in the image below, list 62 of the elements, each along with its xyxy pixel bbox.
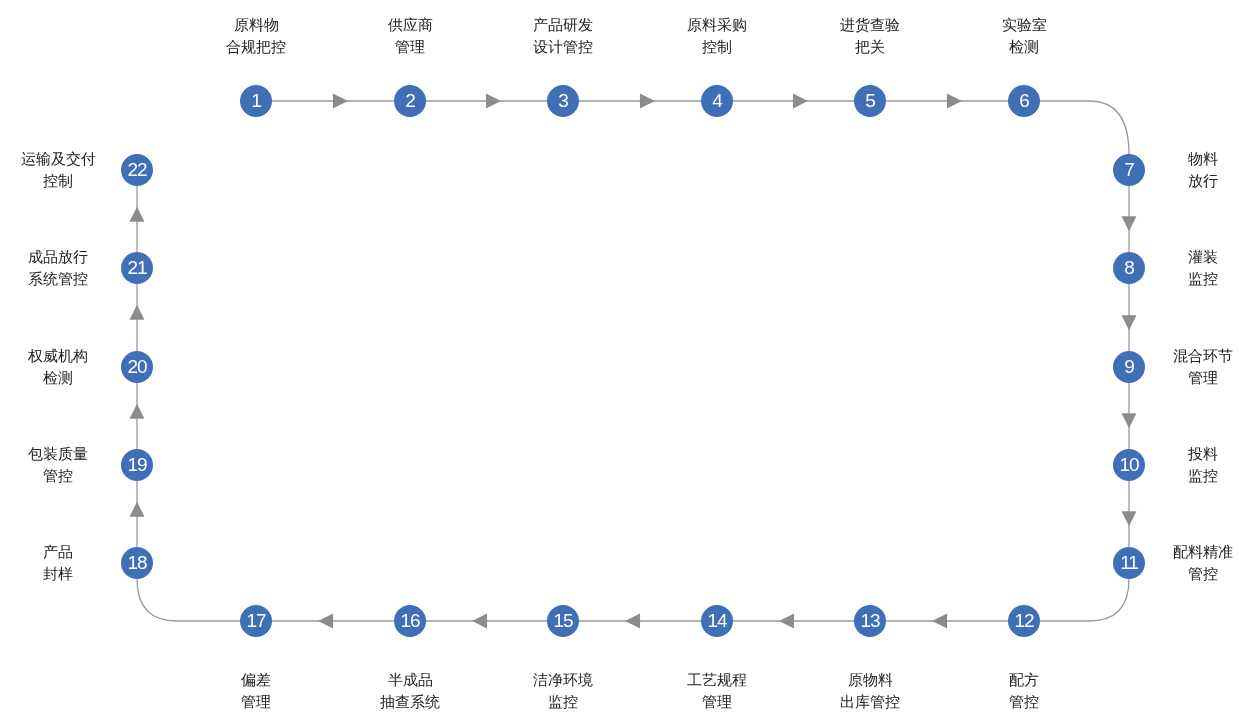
connector-arrow xyxy=(271,93,395,109)
step-number-circle: 2 xyxy=(394,85,426,117)
step-label: 投料监控 xyxy=(1187,444,1219,487)
step-number-circle: 14 xyxy=(701,605,733,637)
step-number-circle: 15 xyxy=(547,605,579,637)
connector-arrow xyxy=(1121,185,1137,253)
connector-arrow xyxy=(732,613,855,629)
connector-arrow xyxy=(1121,283,1137,352)
step-label: 运输及交付控制 xyxy=(19,149,97,192)
step-number-circle: 6 xyxy=(1008,85,1040,117)
step-number-circle: 19 xyxy=(121,449,153,481)
step-label: 成品放行系统管控 xyxy=(27,247,89,290)
step-label: 物料放行 xyxy=(1187,149,1219,192)
step-number-circle: 21 xyxy=(121,252,153,284)
step-number-circle: 4 xyxy=(701,85,733,117)
step-label: 配料精准管控 xyxy=(1172,542,1234,585)
step-number-circle: 10 xyxy=(1113,449,1145,481)
step-label: 原料物合规把控 xyxy=(225,15,287,58)
connector-arrow xyxy=(885,93,1009,109)
step-number-circle: 13 xyxy=(854,605,886,637)
connector-arrow xyxy=(732,93,855,109)
step-number-circle: 5 xyxy=(854,85,886,117)
step-label: 工艺规程管理 xyxy=(686,670,748,713)
step-number-circle: 17 xyxy=(240,605,272,637)
step-label: 供应商管理 xyxy=(386,15,434,58)
step-number-circle: 11 xyxy=(1113,547,1145,579)
step-label: 产品封样 xyxy=(42,542,74,585)
step-number-circle: 3 xyxy=(547,85,579,117)
step-label: 偏差管理 xyxy=(240,670,272,713)
step-label: 包装质量管控 xyxy=(27,444,89,487)
step-number-circle: 20 xyxy=(121,351,153,383)
connector-arrow xyxy=(885,613,1009,629)
step-number-circle: 16 xyxy=(394,605,426,637)
connector-arrow xyxy=(129,480,145,548)
step-label: 实验室检测 xyxy=(1000,15,1048,58)
connector-arrow xyxy=(578,613,702,629)
connector-arrow xyxy=(129,283,145,352)
step-label: 进货查验把关 xyxy=(839,15,901,58)
connector-arrow xyxy=(425,613,548,629)
connector-arrow xyxy=(1121,480,1137,548)
step-label: 灌装监控 xyxy=(1187,247,1219,290)
step-number-circle: 12 xyxy=(1008,605,1040,637)
step-label: 洁净环境监控 xyxy=(532,670,594,713)
connector-arrow xyxy=(1121,382,1137,450)
step-label: 产品研发设计管控 xyxy=(532,15,594,58)
connector-arrow xyxy=(129,382,145,450)
step-number-circle: 18 xyxy=(121,547,153,579)
step-number-circle: 8 xyxy=(1113,252,1145,284)
step-label: 半成品抽查系统 xyxy=(379,670,441,713)
connector-arrow xyxy=(129,185,145,253)
step-label: 权威机构检测 xyxy=(27,346,89,389)
step-number-circle: 7 xyxy=(1113,154,1145,186)
step-label: 配方管控 xyxy=(1008,670,1040,713)
step-number-circle: 9 xyxy=(1113,351,1145,383)
step-label: 原料采购控制 xyxy=(686,15,748,58)
step-number-circle: 22 xyxy=(121,154,153,186)
step-number-circle: 1 xyxy=(240,85,272,117)
connector-arrow xyxy=(425,93,548,109)
step-label: 原物料出库管控 xyxy=(839,670,901,713)
connector-arrow xyxy=(578,93,702,109)
step-label: 混合环节管理 xyxy=(1172,346,1234,389)
connector-arrow xyxy=(271,613,395,629)
